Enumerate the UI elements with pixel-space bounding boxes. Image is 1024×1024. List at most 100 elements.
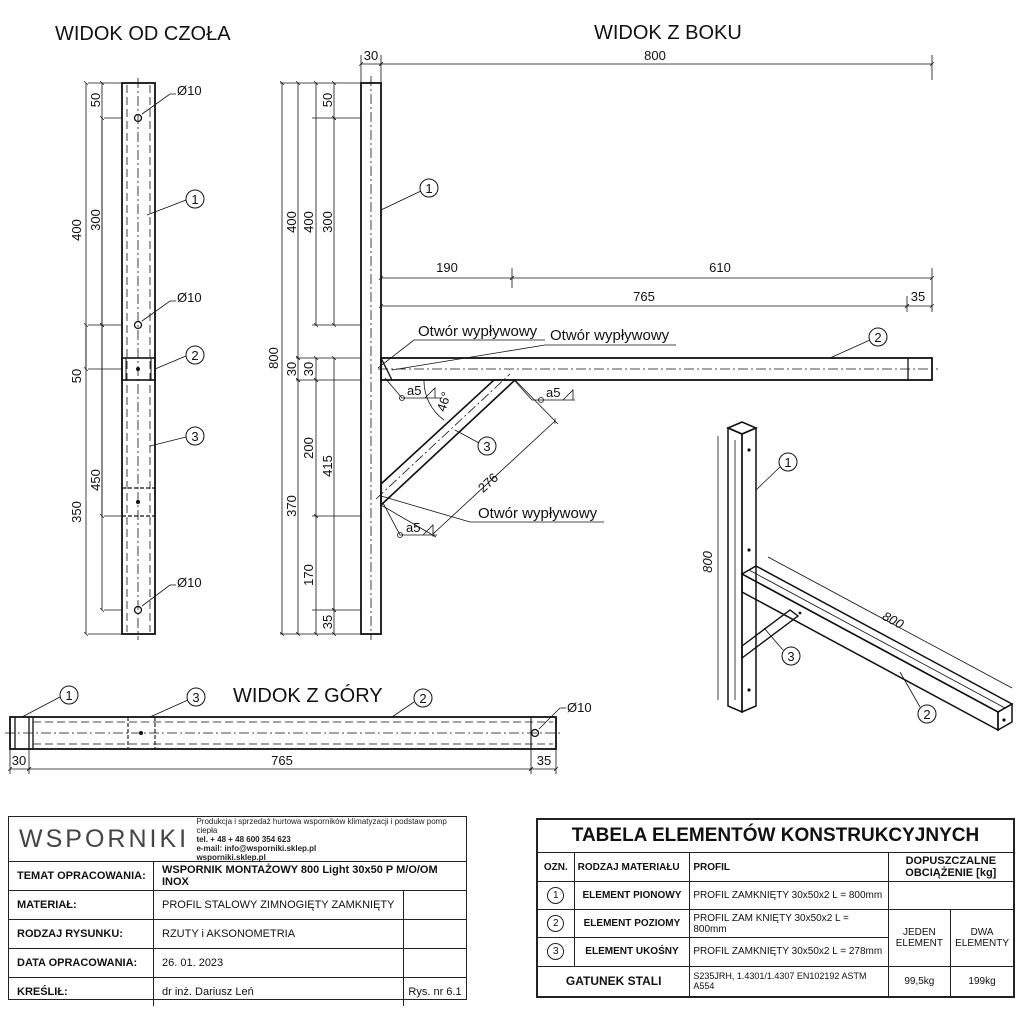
balloon-1 [59, 685, 79, 705]
dim-35: 35 [911, 289, 925, 304]
balloon-3-label: 3 [192, 690, 199, 705]
row-profil: PROFIL ZAMKNIĘTY 30x50x2 L = 278mm [689, 937, 889, 967]
hole-diameter-label: Ø10 [177, 575, 202, 590]
dim-30: 30 [12, 753, 26, 768]
dim-800: 800 [880, 608, 907, 632]
dim-350: 350 [69, 501, 84, 523]
temat-value: WSPORNIK MONTAŻOWY 800 Light 30x50 P M/O… [162, 864, 438, 888]
dim-765: 765 [271, 753, 293, 768]
load-two: 199kg [950, 965, 1014, 998]
title-block-row: DATA OPRACOWANIA: 26. 01. 2023 [9, 949, 466, 978]
balloon-1-label: 1 [784, 455, 791, 470]
dim-50: 50 [69, 369, 84, 383]
dim-415: 415 [320, 455, 335, 477]
hole-diameter-label: Ø10 [177, 83, 202, 98]
row-rodzaj: ELEMENT UKOŚNY [573, 937, 691, 967]
dim-610: 610 [709, 260, 731, 275]
row-ozn: 1 [547, 886, 565, 904]
company-line: Produkcja i sprzedaż hurtowa wsporników … [196, 816, 447, 835]
side-view-title: WIDOK Z BOKU [594, 22, 742, 44]
dim-450: 450 [88, 469, 103, 491]
dim-300: 300 [320, 211, 335, 233]
title-block-row: TEMAT OPRACOWANIA: WSPORNIK MONTAŻOWY 80… [9, 862, 466, 891]
load-one: 99,5kg [887, 965, 952, 998]
balloon-2 [917, 704, 937, 724]
front-view: Ø10 Ø10 Ø10 1 2 3 400 50 300 50 450 350 [69, 78, 205, 640]
rodzaj-label: RODZAJ RYSUNKU: [9, 920, 154, 948]
drawing-number: Rys. nr 6.1 [403, 978, 466, 1006]
table-row: 2 ELEMENT POZIOMY PROFIL ZAM KNIĘTY 30x5… [537, 908, 1014, 967]
angle-46: 46° [434, 390, 454, 413]
title-block-row: RODZAJ RYSUNKU: RZUTY i AKSONOMETRIA [9, 920, 466, 949]
balloon-1-label: 1 [65, 688, 72, 703]
weld-a5: a5 [406, 520, 420, 535]
title-block: WSPORNIKI Produkcja i sprzedaż hurtowa w… [8, 816, 467, 1006]
balloon-1 [419, 178, 439, 198]
company-line: wsporniki.sklep.pl [196, 852, 266, 862]
balloon-1 [185, 189, 205, 209]
front-diagonal-end [121, 487, 156, 517]
row-rodzaj: ELEMENT POZIOMY [573, 908, 691, 939]
header-profil: PROFIL [689, 852, 889, 882]
balloon-3 [781, 646, 801, 666]
dim-370: 370 [284, 495, 299, 517]
company-info: Produkcja i sprzedaż hurtowa wsporników … [196, 817, 466, 862]
dim-50: 50 [320, 93, 335, 107]
row-rodzaj: ELEMENT PIONOWY [573, 880, 691, 911]
header-dwa: DWA ELEMENTY [950, 909, 1014, 967]
iso-diagonal-profile [741, 609, 800, 660]
side-view: 30 800 190 610 765 35 800 400 [266, 48, 938, 640]
row-profil: PROFIL ZAM KNIĘTY 30x50x2 L = 800mm [689, 908, 889, 939]
hole-marker [133, 320, 143, 330]
material-value: PROFIL STALOWY ZIMNOGIĘTY ZAMKNIĘTY [162, 899, 395, 911]
balloon-2-label: 2 [874, 330, 881, 345]
front-view-title: WIDOK OD CZOŁA [55, 23, 231, 45]
header-jeden: JEDEN ELEMENT [887, 909, 952, 967]
table-row: GATUNEK STALI S235JRH, 1.4301/1.4307 EN1… [536, 965, 1014, 998]
dim-30: 30 [284, 362, 299, 376]
empty-cell [403, 920, 466, 948]
table-row: 3 ELEMENT UKOŚNY PROFIL ZAMKNIĘTY 30x50x… [537, 937, 1014, 967]
balloon-3 [185, 426, 205, 446]
balloon-2 [868, 327, 888, 347]
title-block-header: WSPORNIKI Produkcja i sprzedaż hurtowa w… [9, 817, 466, 862]
hole-marker [133, 113, 143, 123]
row-ozn: 2 [547, 915, 565, 933]
dim-30: 30 [364, 48, 378, 63]
data-label: DATA OPRACOWANIA: [9, 949, 154, 977]
balloon-2 [413, 688, 433, 708]
empty-cell [403, 949, 466, 977]
header-ozn: OZN. [537, 852, 575, 882]
top-view: Ø10 1 3 2 30 765 35 [5, 685, 592, 774]
rodzaj-value: RZUTY i AKSONOMETRIA [162, 928, 296, 940]
material-label: MATERIAŁ: [9, 891, 154, 919]
table-row: 1 ELEMENT PIONOWY PROFIL ZAMKNIĘTY 30x50… [537, 880, 1015, 911]
balloon-2-label: 2 [191, 348, 198, 363]
dim-35: 35 [320, 615, 335, 629]
dim-400: 400 [69, 219, 84, 241]
temat-label: TEMAT OPRACOWANIA: [9, 862, 154, 890]
balloon-2-label: 2 [923, 707, 930, 722]
company-line: e-mail: info@wsporniki.sklep.pl [196, 843, 317, 853]
kreslil-value: dr inż. Dariusz Leń [162, 986, 254, 998]
hole-marker [133, 605, 143, 615]
balloon-3-label: 3 [483, 439, 490, 454]
header-obciazenie: DOPUSZCZALNE OBCIĄŻENIE [kg] [887, 852, 1015, 882]
hole-marker [136, 500, 140, 504]
weld-a5: a5 [546, 385, 560, 400]
row-ozn: 3 [547, 943, 565, 961]
drain-hole-label: Otwór wypływowy [418, 323, 538, 340]
company-logo: WSPORNIKI [19, 824, 190, 853]
empty-cell [887, 880, 1015, 911]
hole-marker [136, 367, 140, 371]
balloon-3-label: 3 [787, 649, 794, 664]
dim-50: 50 [88, 93, 103, 107]
dim-30: 30 [301, 362, 316, 376]
dim-400: 400 [301, 211, 316, 233]
dim-400: 400 [284, 211, 299, 233]
drain-hole-label: Otwór wypływowy [478, 505, 598, 522]
hole-diameter-label: Ø10 [567, 700, 592, 715]
weld-a5: a5 [407, 383, 421, 398]
company-line: tel. + 48 + 48 600 354 623 [196, 834, 291, 844]
top-view-title: WIDOK Z GÓRY [233, 684, 383, 707]
